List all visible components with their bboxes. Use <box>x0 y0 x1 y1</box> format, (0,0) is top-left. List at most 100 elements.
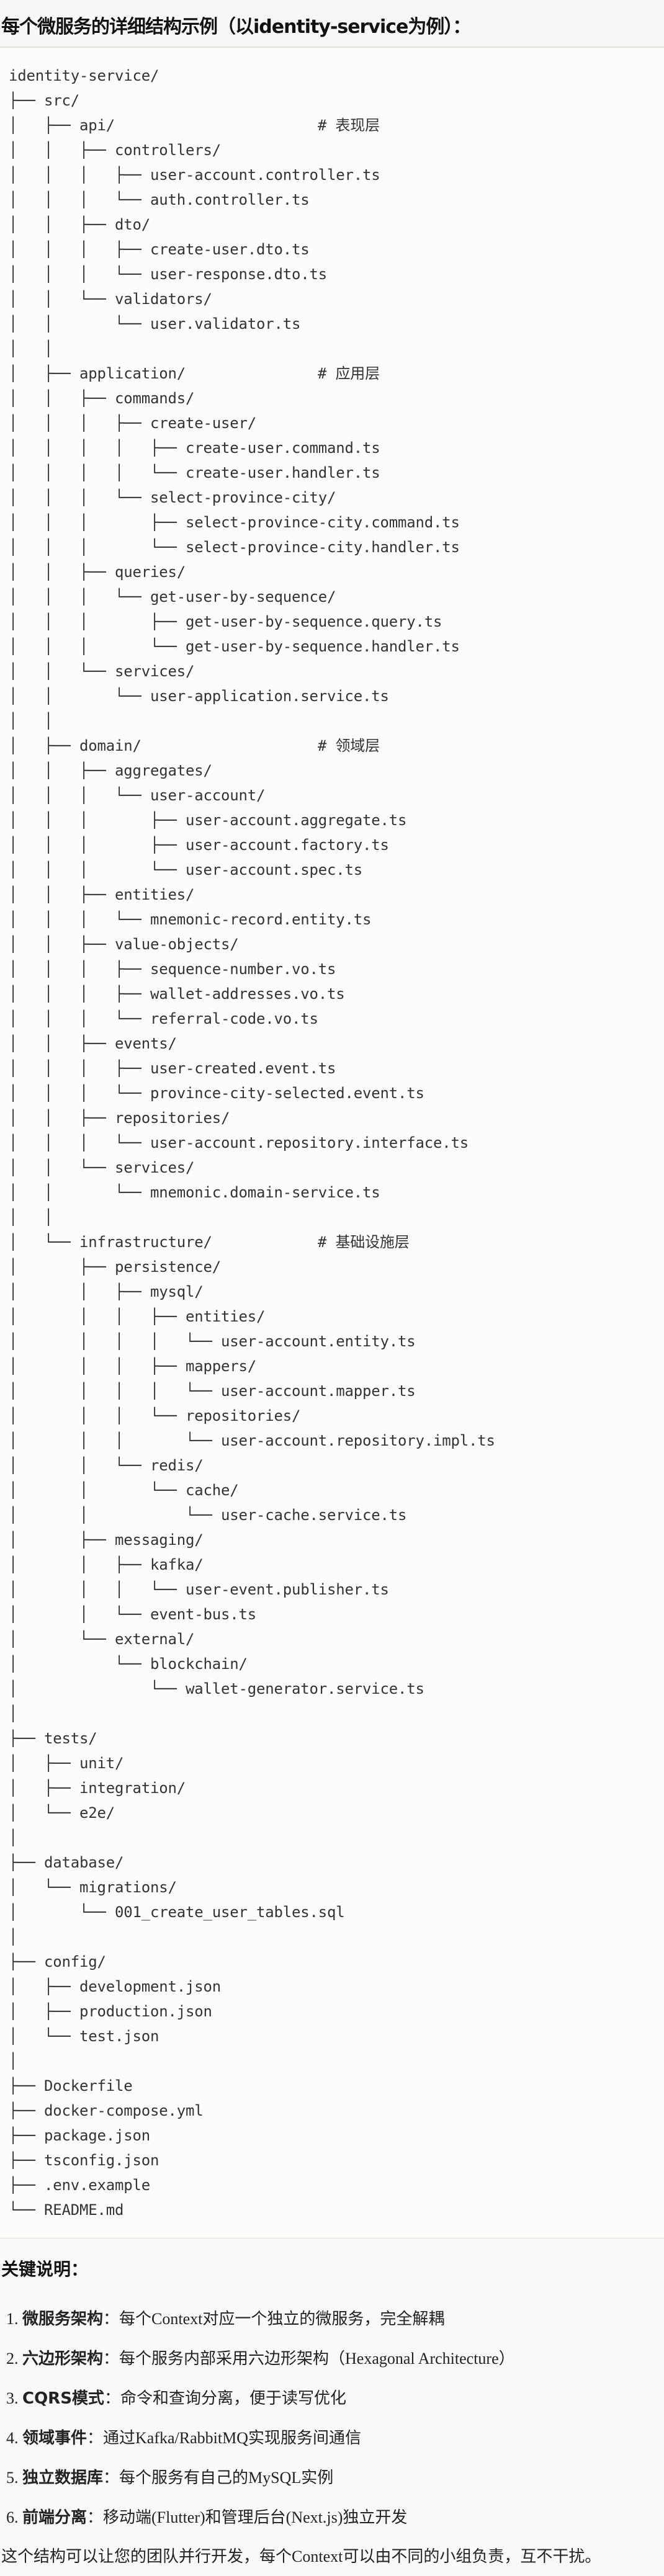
tree-line: │ └── test.json <box>9 2024 664 2049</box>
tree-line: │ │ │ │ └── user-account.mapper.ts <box>9 1379 664 1403</box>
tree-entry: │ │ └── user-application.service.ts <box>9 687 389 705</box>
tree-entry: │ <box>9 2052 18 2070</box>
tree-line: │ │ ├── controllers/ <box>9 138 664 163</box>
tree-line: │ │ └── redis/ <box>9 1453 664 1478</box>
tree-line: ├── database/ <box>9 1850 664 1875</box>
tree-line: │ │ └── event-bus.ts <box>9 1602 664 1627</box>
tree-line: │ ├── production.json <box>9 1999 664 2024</box>
tree-line: │ │ │ ├── entities/ <box>9 1304 664 1329</box>
tree-entry: identity-service/ <box>9 67 159 84</box>
tree-entry: │ │ ├── commands/ <box>9 390 195 407</box>
tree-line: identity-service/ <box>9 63 664 88</box>
note-description: ：命令和查询分离，便于读写优化 <box>104 2389 346 2407</box>
tree-line: │ ├── application/ # 应用层 <box>9 361 664 386</box>
tree-line: │ <box>9 1925 664 1949</box>
tree-entry: │ │ │ ├── entities/ <box>9 1308 266 1325</box>
tree-entry: │ │ │ ├── user-created.event.ts <box>9 1060 336 1077</box>
tree-entry: │ │ │ └── user-account.spec.ts <box>9 861 362 879</box>
tree-line: │ │ │ └── repositories/ <box>9 1403 664 1428</box>
tree-entry: │ │ │ └── get-user-by-sequence.handler.t… <box>9 638 460 655</box>
tree-entry: │ │ │ │ └── user-account.entity.ts <box>9 1333 416 1350</box>
note-term: 前端分离 <box>22 2508 87 2527</box>
tree-entry: ├── docker-compose.yml <box>9 2102 204 2119</box>
note-number: 3. <box>6 2389 22 2407</box>
notes-title: 关键说明： <box>1 2259 89 2279</box>
tree-entry: │ │ │ │ └── create-user.handler.ts <box>9 464 380 481</box>
tree-entry: │ │ │ │ └── user-account.mapper.ts <box>9 1382 416 1400</box>
tree-entry: │ │ │ ├── mappers/ <box>9 1357 256 1375</box>
tree-entry: │ │ └── user-cache.service.ts <box>9 1506 407 1524</box>
tree-line: │ │ │ └── user-event.publisher.ts <box>9 1577 664 1602</box>
tree-entry: │ │ └── services/ <box>9 1159 195 1176</box>
tree-line: │ │ └── user.validator.ts <box>9 311 664 336</box>
tree-line: │ │ │ └── user-response.dto.ts <box>9 262 664 287</box>
note-description: ：每个Context对应一个独立的微服务，完全解耦 <box>103 2310 445 2328</box>
tree-line: │ └── blockchain/ <box>9 1652 664 1676</box>
tree-entry: │ │ │ └── province-city-selected.event.t… <box>9 1085 424 1102</box>
tree-line: │ └── migrations/ <box>9 1875 664 1900</box>
tree-line: │ │ ├── dto/ <box>9 212 664 237</box>
tree-line: │ │ │ ├── create-user.dto.ts <box>9 237 664 262</box>
tree-entry: │ │ ├── mysql/ <box>9 1283 204 1300</box>
tree-line: │ │ ├── repositories/ <box>9 1106 664 1130</box>
tree-entry: │ ├── integration/ <box>9 1779 186 1797</box>
tree-entry: ├── tsconfig.json <box>9 2152 159 2169</box>
tree-entry: │ │ ├── queries/ <box>9 563 186 581</box>
tree-entry: │ │ └── cache/ <box>9 1482 239 1499</box>
tree-entry: │ │ └── event-bus.ts <box>9 1606 256 1623</box>
note-term: 独立数据库 <box>22 2469 104 2487</box>
tree-entry: ├── Dockerfile <box>9 2077 133 2095</box>
tree-entry: │ │ │ └── select-province-city/ <box>9 489 336 506</box>
tree-line: │ ├── messaging/ <box>9 1527 664 1552</box>
tree-line: │ │ │ ├── sequence-number.vo.ts <box>9 957 664 982</box>
tree-entry: │ │ ├── controllers/ <box>9 141 221 159</box>
tree-entry: │ │ └── mnemonic.domain-service.ts <box>9 1184 380 1201</box>
tree-line: ├── tsconfig.json <box>9 2148 664 2173</box>
tree-line: ├── package.json <box>9 2123 664 2148</box>
tree-entry: │ │ │ ├── get-user-by-sequence.query.ts <box>9 613 442 630</box>
tree-entry: │ │ └── user.validator.ts <box>9 315 301 333</box>
tree-line: │ │ ├── events/ <box>9 1031 664 1056</box>
tree-line: │ │ ├── kafka/ <box>9 1552 664 1577</box>
tree-line: │ │ └── services/ <box>9 659 664 684</box>
note-number: 2. <box>6 2350 22 2368</box>
tree-entry: │ │ <box>9 712 53 730</box>
tree-entry: │ │ │ └── auth.controller.ts <box>9 191 310 208</box>
tree-line: │ │ │ └── user-account/ <box>9 783 664 808</box>
tree-line: │ │ │ └── select-province-city/ <box>9 485 664 510</box>
tree-line: │ │ ├── value-objects/ <box>9 932 664 957</box>
tree-line: │ └── external/ <box>9 1627 664 1652</box>
tree-line: │ │ │ └── mnemonic-record.entity.ts <box>9 907 664 932</box>
tree-entry: │ ├── api/ <box>9 117 115 134</box>
tree-line: │ │ │ ├── user-account.controller.ts <box>9 163 664 187</box>
tree-line: │ <box>9 1825 664 1850</box>
tree-entry: │ │ │ ├── sequence-number.vo.ts <box>9 960 336 978</box>
tree-line: │ └── wallet-generator.service.ts <box>9 1676 664 1701</box>
tree-entry: │ └── 001_create_user_tables.sql <box>9 1903 345 1921</box>
tree-line: │ ├── unit/ <box>9 1751 664 1776</box>
tree-entry: │ │ │ └── user-event.publisher.ts <box>9 1581 389 1598</box>
tree-line: │ └── 001_create_user_tables.sql <box>9 1900 664 1925</box>
layer-comment: # 应用层 <box>318 365 380 382</box>
note-number: 5. <box>6 2469 22 2487</box>
tree-entry: │ ├── unit/ <box>9 1755 124 1772</box>
note-term: CQRS模式 <box>22 2389 104 2408</box>
tree-entry: │ └── infrastructure/ <box>9 1233 212 1251</box>
note-item: 3. CQRS模式：命令和查询分离，便于读写优化 <box>1 2379 664 2418</box>
tree-entry: │ ├── application/ <box>9 365 186 382</box>
tree-entry: │ │ │ └── repositories/ <box>9 1407 301 1424</box>
tree-line: │ │ ├── mysql/ <box>9 1279 664 1304</box>
tree-entry: │ ├── domain/ <box>9 737 141 754</box>
tree-line: │ │ │ │ └── user-account.entity.ts <box>9 1329 664 1354</box>
tree-entry: │ │ └── validators/ <box>9 290 212 308</box>
tree-line: ├── config/ <box>9 1949 664 1974</box>
note-description: ：每个服务有自己的MySQL实例 <box>103 2469 334 2487</box>
tree-entry: ├── .env.example <box>9 2176 150 2194</box>
tree-entry: │ │ ├── value-objects/ <box>9 936 239 953</box>
tree-line: │ │ │ │ ├── create-user.command.ts <box>9 436 664 460</box>
tree-line: │ │ <box>9 1205 664 1230</box>
tree-line: │ │ ├── aggregates/ <box>9 758 664 783</box>
tree-entry: │ <box>9 1928 18 1946</box>
tree-line: │ ├── development.json <box>9 1974 664 1999</box>
tree-line: │ │ │ └── province-city-selected.event.t… <box>9 1081 664 1106</box>
